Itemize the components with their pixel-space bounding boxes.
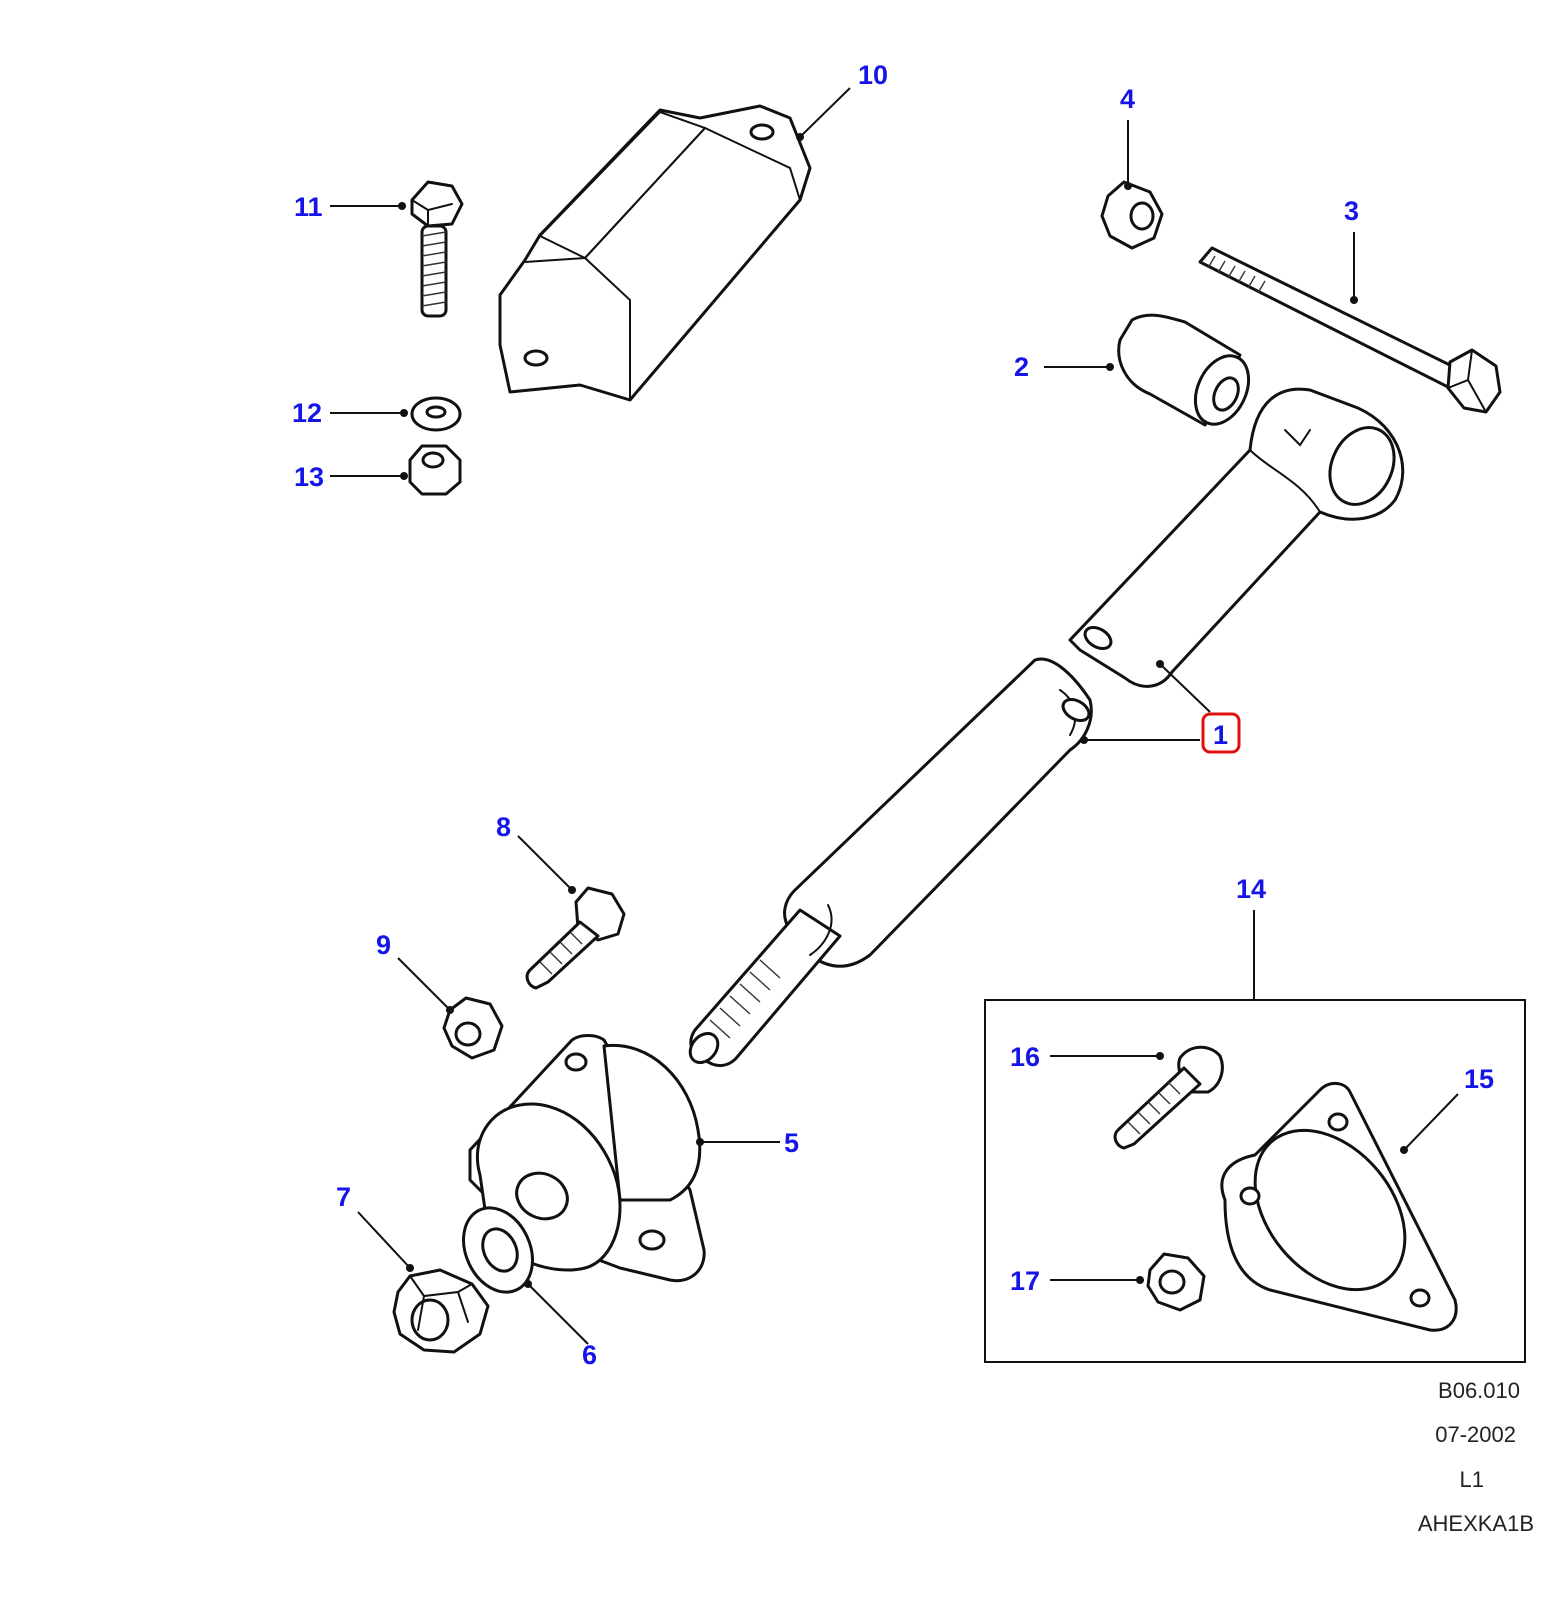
callout-16[interactable]: 16	[1010, 1042, 1040, 1072]
reference-level: L1	[1460, 1467, 1484, 1492]
highlight-box-callout-1	[1201, 712, 1241, 754]
callout-14[interactable]: 14	[1236, 874, 1266, 904]
part-2-bushing[interactable]	[1117, 313, 1259, 433]
part-1-radius-arm-lower[interactable]	[685, 657, 1093, 1068]
part-8-bolt[interactable]	[525, 886, 626, 990]
callout-5[interactable]: 5	[784, 1128, 799, 1158]
part-4-nut[interactable]	[1100, 180, 1164, 250]
callout-17[interactable]: 17	[1010, 1266, 1040, 1296]
callout-2[interactable]: 2	[1014, 352, 1029, 382]
part-15-gasket-plate[interactable]	[1220, 1082, 1458, 1332]
reference-catalog-id: AHEXKA1B	[1418, 1511, 1534, 1536]
part-11-bolt[interactable]	[410, 180, 464, 318]
part-12-washer[interactable]	[410, 396, 462, 432]
callout-6[interactable]: 6	[582, 1340, 597, 1370]
part-10-mounting-bracket[interactable]	[498, 104, 812, 402]
callout-labels: 1 2 3 4 5 6 7 8 9 10 11 12 13 14 15 16 1…	[292, 60, 1494, 1370]
callout-10[interactable]: 10	[858, 60, 888, 90]
callout-7[interactable]: 7	[336, 1182, 351, 1212]
callout-11[interactable]: 11	[294, 192, 323, 222]
callout-13[interactable]: 13	[294, 462, 324, 492]
leader-lines	[330, 87, 1459, 1345]
part-13-nut[interactable]	[408, 444, 462, 496]
part-7-nut[interactable]	[392, 1268, 490, 1354]
reference-code: B06.010	[1438, 1378, 1520, 1403]
part-17-nut[interactable]	[1146, 1252, 1206, 1312]
part-6-washer[interactable]	[450, 1197, 545, 1304]
callout-3[interactable]: 3	[1344, 196, 1359, 226]
callout-4[interactable]: 4	[1120, 84, 1135, 114]
callout-9[interactable]: 9	[376, 930, 391, 960]
part-16-bolt[interactable]	[1113, 1045, 1224, 1150]
part-9-nut[interactable]	[442, 996, 504, 1060]
reference-date: 07-2002	[1435, 1422, 1516, 1447]
callout-1[interactable]: 1	[1213, 720, 1228, 750]
part-1-radius-arm-upper[interactable]	[1068, 387, 1406, 688]
callout-8[interactable]: 8	[496, 812, 511, 842]
reference-block: B06.010 07-2002 L1 AHEXKA1B	[1418, 1378, 1534, 1536]
part-3-long-bolt[interactable]	[1198, 246, 1502, 414]
callout-12[interactable]: 12	[292, 398, 322, 428]
callout-15[interactable]: 15	[1464, 1064, 1494, 1094]
